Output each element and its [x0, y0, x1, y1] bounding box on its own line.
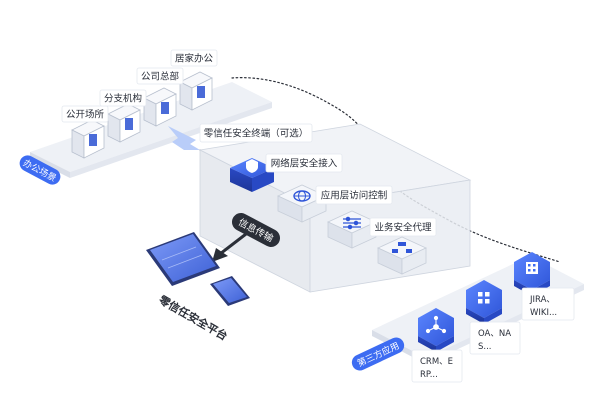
building-icon	[143, 87, 177, 127]
svg-text:OA、NA: OA、NA	[478, 329, 511, 339]
flow-arrow	[168, 126, 200, 150]
building-icon	[71, 119, 105, 159]
svg-text:分支机构: 分支机构	[104, 93, 142, 105]
oa-label: OA、NA S...	[469, 321, 521, 355]
svg-text:公司总部: 公司总部	[141, 71, 179, 83]
apps-scene-tag: 第三方应用	[351, 337, 405, 371]
phone-device	[210, 276, 250, 306]
svg-text:零信任安全终端（可选）: 零信任安全终端（可选）	[204, 128, 309, 140]
svg-text:S...: S...	[478, 342, 492, 352]
site-label-branch: 分支机构	[99, 89, 147, 107]
platform-title: 零信任安全平台	[156, 292, 231, 343]
share-nodes-icon	[425, 315, 447, 334]
site-label-hq: 公司总部	[136, 67, 184, 85]
crm-hex	[418, 308, 454, 352]
svg-text:应用层访问控制: 应用层访问控制	[321, 190, 388, 202]
svg-text:CRM、E: CRM、E	[420, 357, 453, 367]
svg-text:网络层安全接入: 网络层安全接入	[271, 158, 338, 170]
app-layer-label: 应用层访问控制	[315, 185, 393, 205]
shield-icon	[246, 159, 258, 173]
building-icon	[107, 103, 141, 143]
svg-text:业务安全代理: 业务安全代理	[374, 222, 432, 234]
svg-text:居家办公: 居家办公	[175, 53, 214, 65]
proxy-cube	[377, 236, 427, 275]
terminal-cube	[230, 158, 274, 192]
network-nodes-icon	[392, 242, 412, 253]
site-label-home: 居家办公	[170, 49, 218, 67]
gateway-block	[198, 123, 472, 293]
sliders-icon	[343, 216, 361, 230]
site-label-public: 公开场所	[61, 105, 109, 123]
transfer-arrow	[212, 232, 247, 262]
tablet-device	[146, 232, 220, 286]
svg-text:JIRA、: JIRA、	[529, 295, 555, 305]
grid-icon	[478, 292, 490, 304]
proxy-label: 业务安全代理	[369, 217, 437, 237]
network-layer-label: 网络层安全接入	[265, 153, 343, 173]
globe-icon	[293, 190, 311, 202]
svg-text:零信任安全平台: 零信任安全平台	[156, 292, 231, 343]
jira-label: JIRA、 WIKI...	[521, 287, 575, 321]
building-icon	[526, 262, 538, 274]
crm-label: CRM、E RP...	[411, 349, 463, 383]
svg-text:WIKI...: WIKI...	[530, 308, 557, 318]
house-icon	[179, 71, 213, 111]
oa-hex	[466, 280, 502, 324]
svg-text:公开场所: 公开场所	[66, 110, 105, 121]
svg-text:RP...: RP...	[420, 370, 438, 380]
terminal-label: 零信任安全终端（可选）	[199, 123, 313, 143]
app-layer-cube	[327, 210, 377, 249]
